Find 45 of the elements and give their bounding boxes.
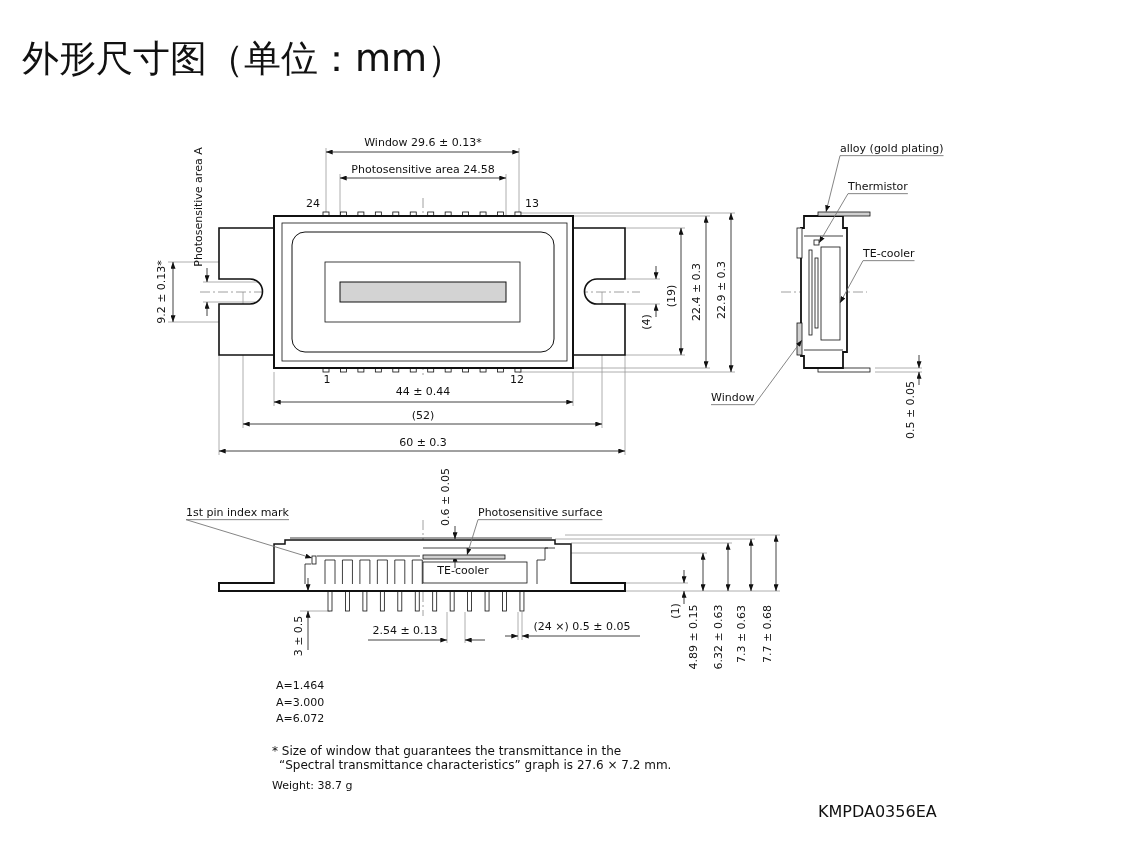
dimension-text: (4) — [640, 314, 654, 330]
dimension-text: 4.89 ± 0.15 — [687, 604, 701, 670]
dimension-text: 9.2 ± 0.13* — [155, 260, 169, 324]
dimension-text: Photosensitive area A — [192, 147, 206, 267]
dimension-text: 7.3 ± 0.63 — [735, 604, 749, 664]
title: 外形尺寸图（单位：mm） — [22, 38, 465, 81]
callout-label: Thermistor — [848, 181, 908, 194]
dimension-text: 6.32 ± 0.63 — [712, 604, 726, 670]
dimension-text: Photosensitive area 24.58 — [351, 163, 495, 177]
dimension-text: 2.54 ± 0.13 — [372, 624, 438, 638]
dimension-text: (1) — [669, 603, 683, 619]
index-mark — [311, 555, 317, 565]
dimension-text: 3 ± 0.5 — [292, 615, 306, 657]
dimension-text: 0.5 ± 0.05 — [904, 380, 918, 440]
dimension-text: 22.9 ± 0.3 — [715, 260, 729, 320]
dimension-text: 0.6 ± 0.05 — [439, 467, 453, 527]
callout-label: 1st pin index mark — [186, 507, 289, 520]
callout-label: TE-cooler — [863, 248, 915, 261]
note-text: A=6.072 — [276, 713, 325, 726]
footnote: * Size of window that guarantees the transmittance in the “Spectral transmittance characteristics” graph is 27.6 × 7.2 mm. — [272, 745, 673, 773]
note-text: A=3.000 — [276, 697, 325, 710]
window-plate — [796, 322, 803, 356]
te-cooler-block — [820, 246, 841, 341]
lead — [817, 211, 871, 217]
thermistor — [813, 239, 820, 246]
dimension-text: 60 ± 0.3 — [399, 436, 447, 450]
dimension-text: (52) — [411, 409, 435, 423]
pin-number: 13 — [525, 197, 539, 211]
dimension-text: Window 29.6 ± 0.13* — [364, 136, 482, 150]
note-text: A=1.464 — [276, 680, 325, 693]
part-label: TE-cooler — [437, 564, 489, 578]
pin-number: 24 — [306, 197, 320, 211]
dimension-text: 44 ± 0.44 — [395, 385, 451, 399]
callout-label: Window — [711, 392, 755, 405]
pin-number: 12 — [510, 373, 524, 387]
pin-number: 1 — [323, 373, 331, 387]
note-text: Weight: 38.7 g — [272, 780, 353, 793]
sensor-chip — [422, 554, 506, 560]
dimension-text: (19) — [665, 284, 679, 308]
drawing-number: KMPDA0356EA — [818, 803, 937, 822]
dimension-text: 22.4 ± 0.3 — [690, 262, 704, 322]
callout-label: Photosensitive surface — [478, 507, 603, 520]
callout-label: alloy (gold plating) — [840, 143, 944, 156]
dimension-text: 7.7 ± 0.68 — [761, 604, 775, 664]
dimension-text: (24 ×) 0.5 ± 0.05 — [533, 620, 631, 634]
